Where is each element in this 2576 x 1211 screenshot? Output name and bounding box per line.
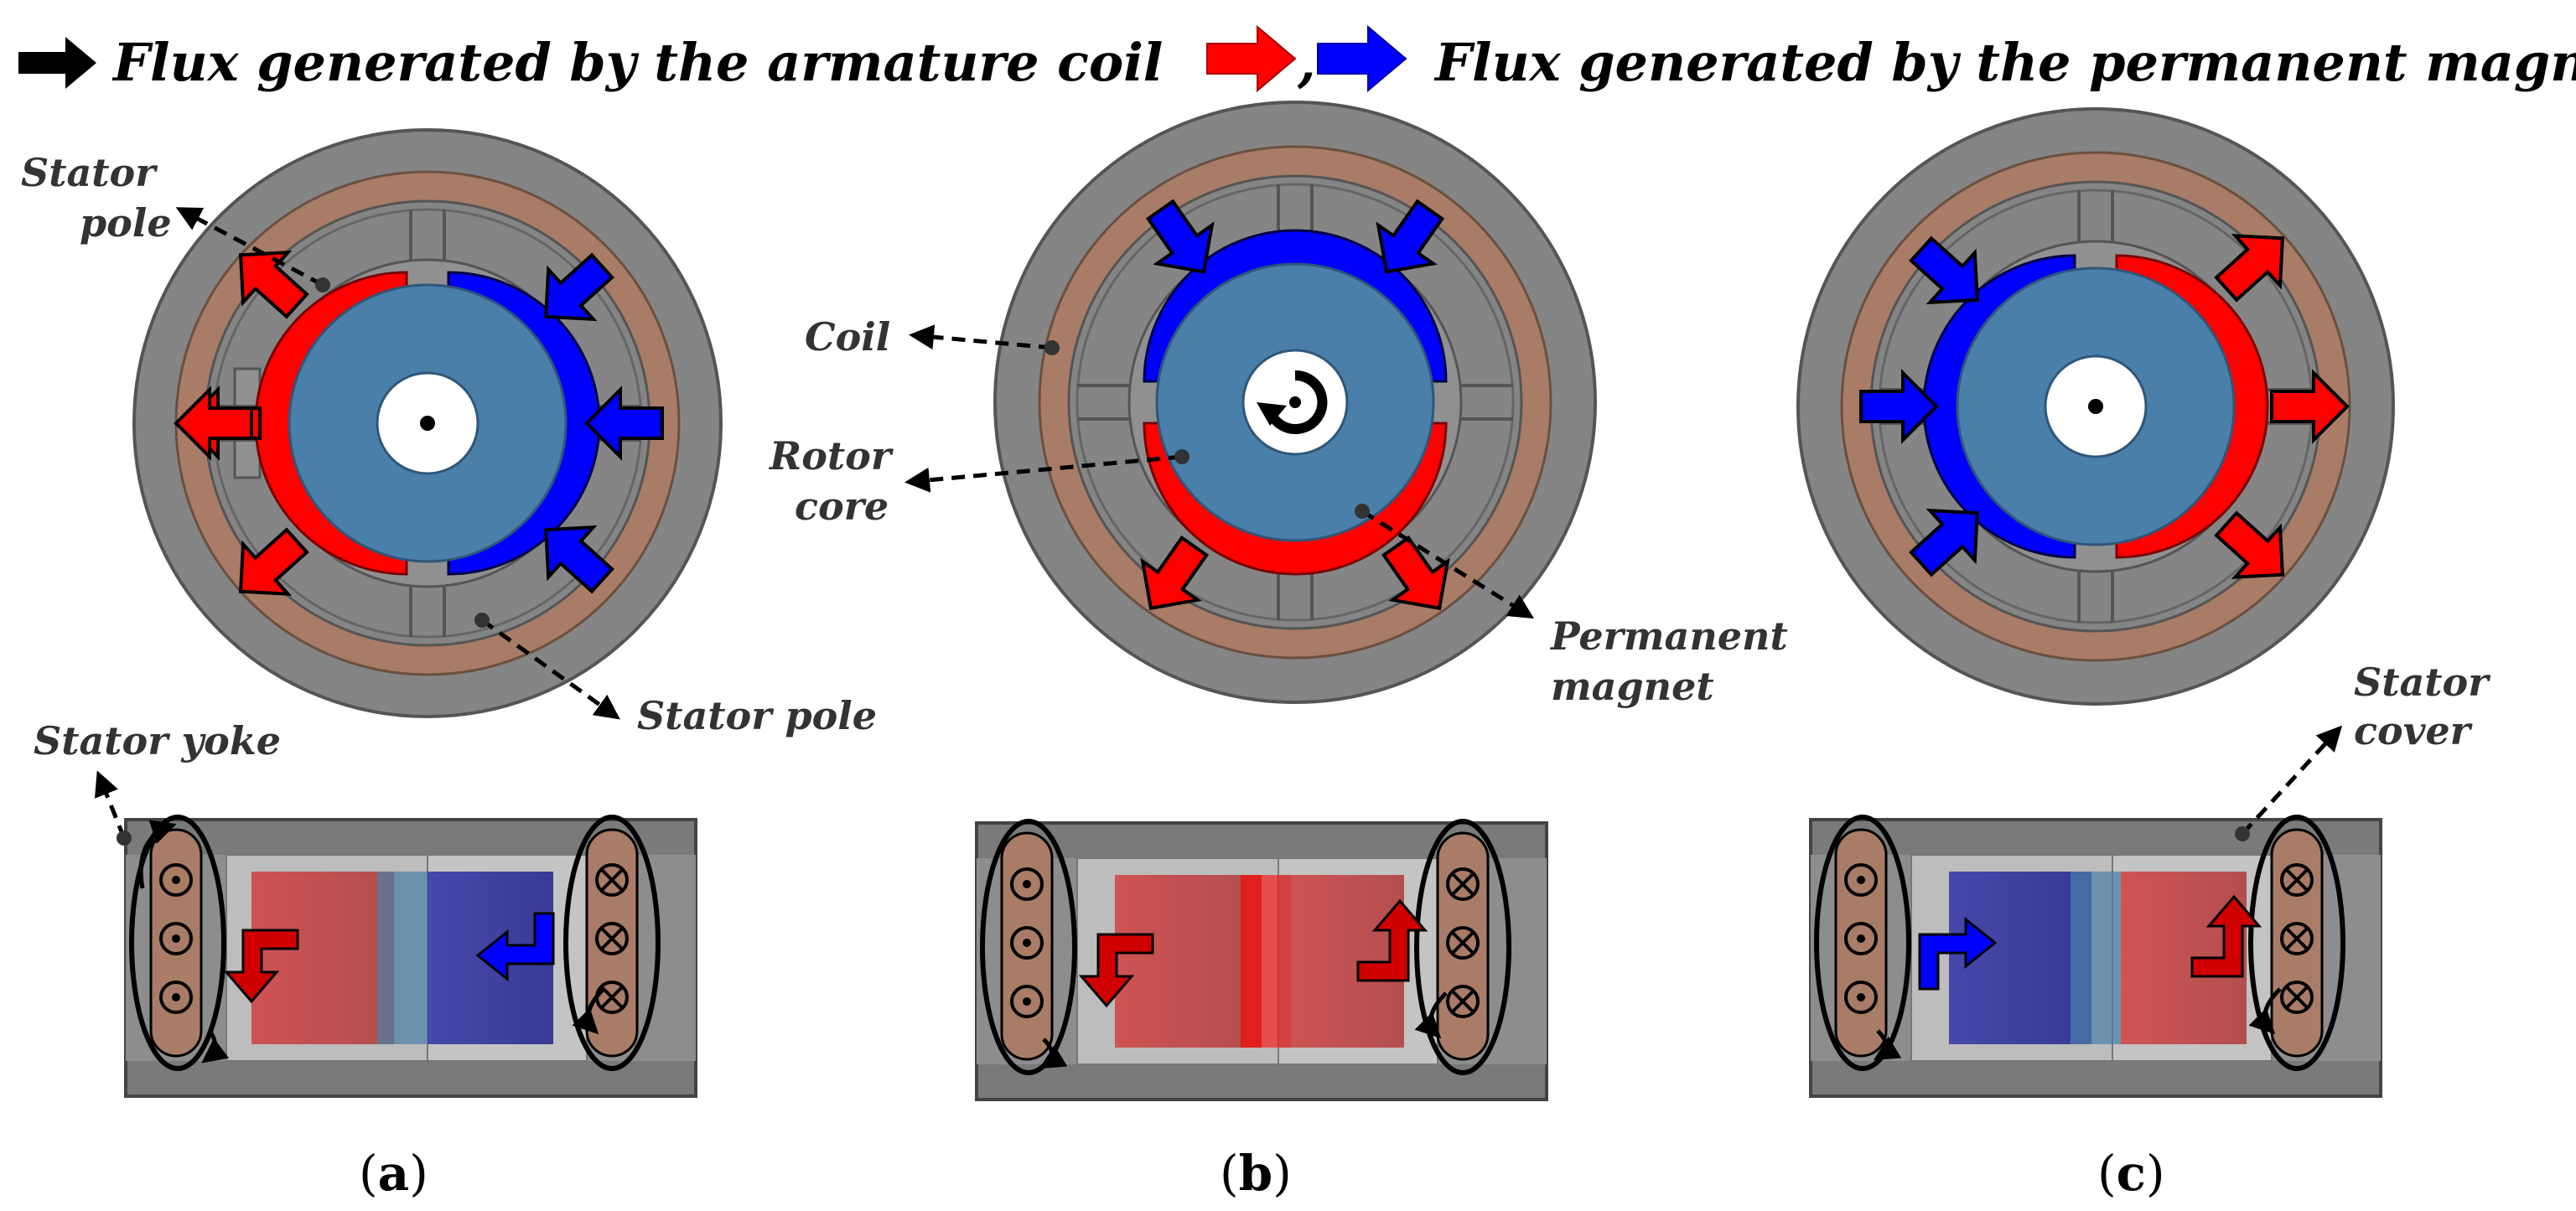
- legend-armature-text: Flux generated by the armature coil: [111, 32, 1163, 93]
- caption-c: (c): [2097, 1145, 2165, 1202]
- caption-a: (a): [359, 1145, 428, 1202]
- red-flux-arrows: [1140, 535, 1450, 611]
- motor-c: [1796, 107, 2395, 706]
- leader-dots: [117, 277, 2250, 846]
- label-stator-cover-1: Stator: [2354, 660, 2491, 705]
- label-stator-yoke: Stator yoke: [34, 718, 281, 763]
- blue-flux-arrows: [1859, 235, 1979, 577]
- leader-lines: [94, 207, 2343, 839]
- red-flux-arrows: [174, 251, 309, 596]
- motor-b: [993, 101, 1597, 704]
- label-stator-pole-bottom: Stator pole: [637, 693, 877, 738]
- dot-circle-icon: [1010, 867, 1044, 1018]
- armature-flux-arrows: [138, 820, 2282, 1069]
- cross-section-c: [1809, 815, 2382, 1098]
- cross-circle-icon: [2280, 863, 2314, 1014]
- rotation-arrow-icon: [1257, 370, 1328, 434]
- label-rotor-core-1: Rotor: [768, 433, 894, 479]
- cross-circle-icon: [595, 863, 629, 1014]
- legend-magnet-text: Flux generated by the permanent magnet: [1433, 32, 2576, 93]
- legend: Flux generated by the armature coil , Fl…: [18, 24, 2576, 93]
- caption-b: (b): [1220, 1145, 1292, 1202]
- label-coil: Coil: [805, 314, 890, 360]
- motor-a: [132, 128, 723, 718]
- label-permanent-magnet-2: magnet: [1551, 664, 1714, 709]
- red-right-arrow-icon: [1206, 24, 1297, 93]
- cross-circle-icon: [1446, 867, 1480, 1018]
- label-rotor-core-2: core: [795, 484, 889, 529]
- label-permanent-magnet-1: Permanent: [1549, 613, 1788, 659]
- dot-circle-icon: [159, 863, 193, 1014]
- label-stator-pole-top-1: Stator: [21, 150, 158, 195]
- blue-flux-arrows: [544, 252, 664, 594]
- cross-section-a: [124, 815, 697, 1098]
- dot-circle-icon: [1844, 863, 1878, 1014]
- blue-right-arrow-icon: [1317, 24, 1407, 93]
- label-stator-cover-2: cover: [2354, 708, 2474, 753]
- black-right-arrow-icon: [18, 37, 96, 89]
- legend-comma: ,: [1297, 32, 1316, 93]
- label-stator-pole-top-2: pole: [80, 200, 172, 246]
- red-flux-arrows: [2214, 234, 2350, 579]
- blue-flux-arrows: [1145, 199, 1445, 274]
- cross-section-b: [975, 819, 1548, 1101]
